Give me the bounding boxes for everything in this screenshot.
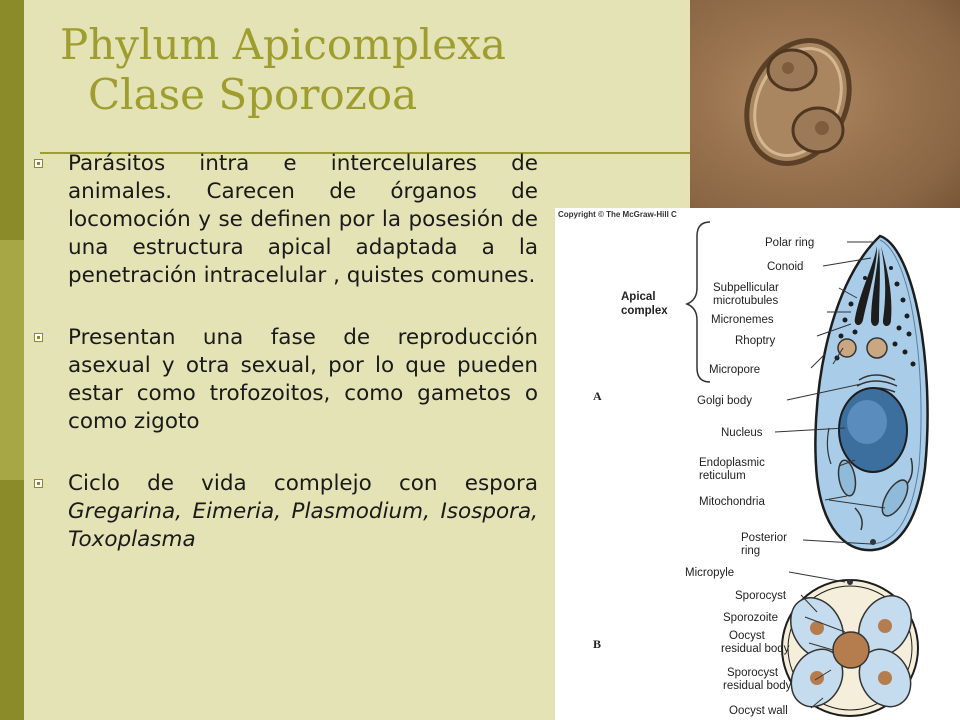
panel-a-label: A	[593, 389, 602, 403]
slide-title: Phylum Apicomplexa Clase Sporozoa	[60, 20, 506, 120]
sporozoite-cell	[814, 234, 929, 552]
apical-label-2: complex	[621, 305, 668, 317]
bullet-text: Presentan una fase de reproducción asexu…	[68, 325, 538, 434]
square-bullet-icon	[34, 479, 43, 488]
title-divider	[40, 152, 690, 154]
bullet-list: Parásitos intra e intercelulares de anim…	[34, 150, 538, 588]
oocyst	[781, 579, 919, 717]
label-conoid: Conoid	[767, 261, 803, 273]
oocyst-micrograph	[690, 0, 960, 218]
apicomplexa-diagram: Copyright © The McGraw-Hill C Apical com…	[555, 208, 960, 720]
label-sporocyst-res-2: residual body	[723, 680, 792, 692]
label-posterior-1: Posterior	[741, 532, 787, 544]
label-nucleus: Nucleus	[721, 427, 763, 439]
label-subpellicular-2: microtubules	[713, 295, 778, 307]
bullet-text: Ciclo de vida complejo con espora	[68, 471, 538, 496]
label-posterior-2: ring	[741, 545, 760, 557]
label-er-1: Endoplasmic	[699, 457, 765, 469]
left-accent-bar	[0, 0, 24, 720]
accent-segment-middle	[0, 240, 24, 480]
accent-segment-top	[0, 0, 24, 240]
label-micronemes: Micronemes	[711, 314, 774, 326]
bullet-item-1: Parásitos intra e intercelulares de anim…	[34, 150, 538, 290]
label-sporocyst: Sporocyst	[735, 590, 787, 602]
label-sporozoite: Sporozoite	[723, 612, 778, 624]
genera-list: Gregarina, Eimeria, Plasmodium, Isospora…	[68, 499, 538, 552]
square-bullet-icon	[34, 159, 43, 168]
label-oocyst-res-2: residual body	[721, 643, 790, 655]
label-golgi-body: Golgi body	[697, 395, 752, 407]
copyright-text: Copyright © The McGraw-Hill C	[558, 210, 677, 219]
label-polar-ring: Polar ring	[765, 237, 814, 249]
label-micropore: Micropore	[709, 364, 760, 376]
bullet-item-3: Ciclo de vida complejo con espora Gregar…	[34, 470, 538, 554]
bullet-text: Parásitos intra e intercelulares de anim…	[68, 151, 538, 288]
apical-complex-bracket	[684, 221, 711, 383]
label-oocyst-wall: Oocyst wall	[729, 705, 788, 717]
title-line-1: Phylum Apicomplexa	[60, 20, 506, 69]
title-line-2: Clase Sporozoa	[88, 70, 418, 120]
label-er-2: reticulum	[699, 470, 746, 482]
label-subpellicular-1: Subpellicular	[713, 282, 779, 294]
label-oocyst-res-1: Oocyst	[729, 630, 766, 642]
bullet-item-2: Presentan una fase de reproducción asexu…	[34, 324, 538, 436]
square-bullet-icon	[34, 333, 43, 342]
label-mitochondria: Mitochondria	[699, 496, 765, 508]
accent-segment-bottom	[0, 480, 24, 720]
label-sporocyst-res-1: Sporocyst	[727, 667, 779, 679]
label-micropyle: Micropyle	[685, 567, 734, 579]
label-rhoptry: Rhoptry	[735, 335, 776, 347]
apical-label-1: Apical	[621, 291, 656, 303]
panel-b-label: B	[593, 637, 601, 651]
